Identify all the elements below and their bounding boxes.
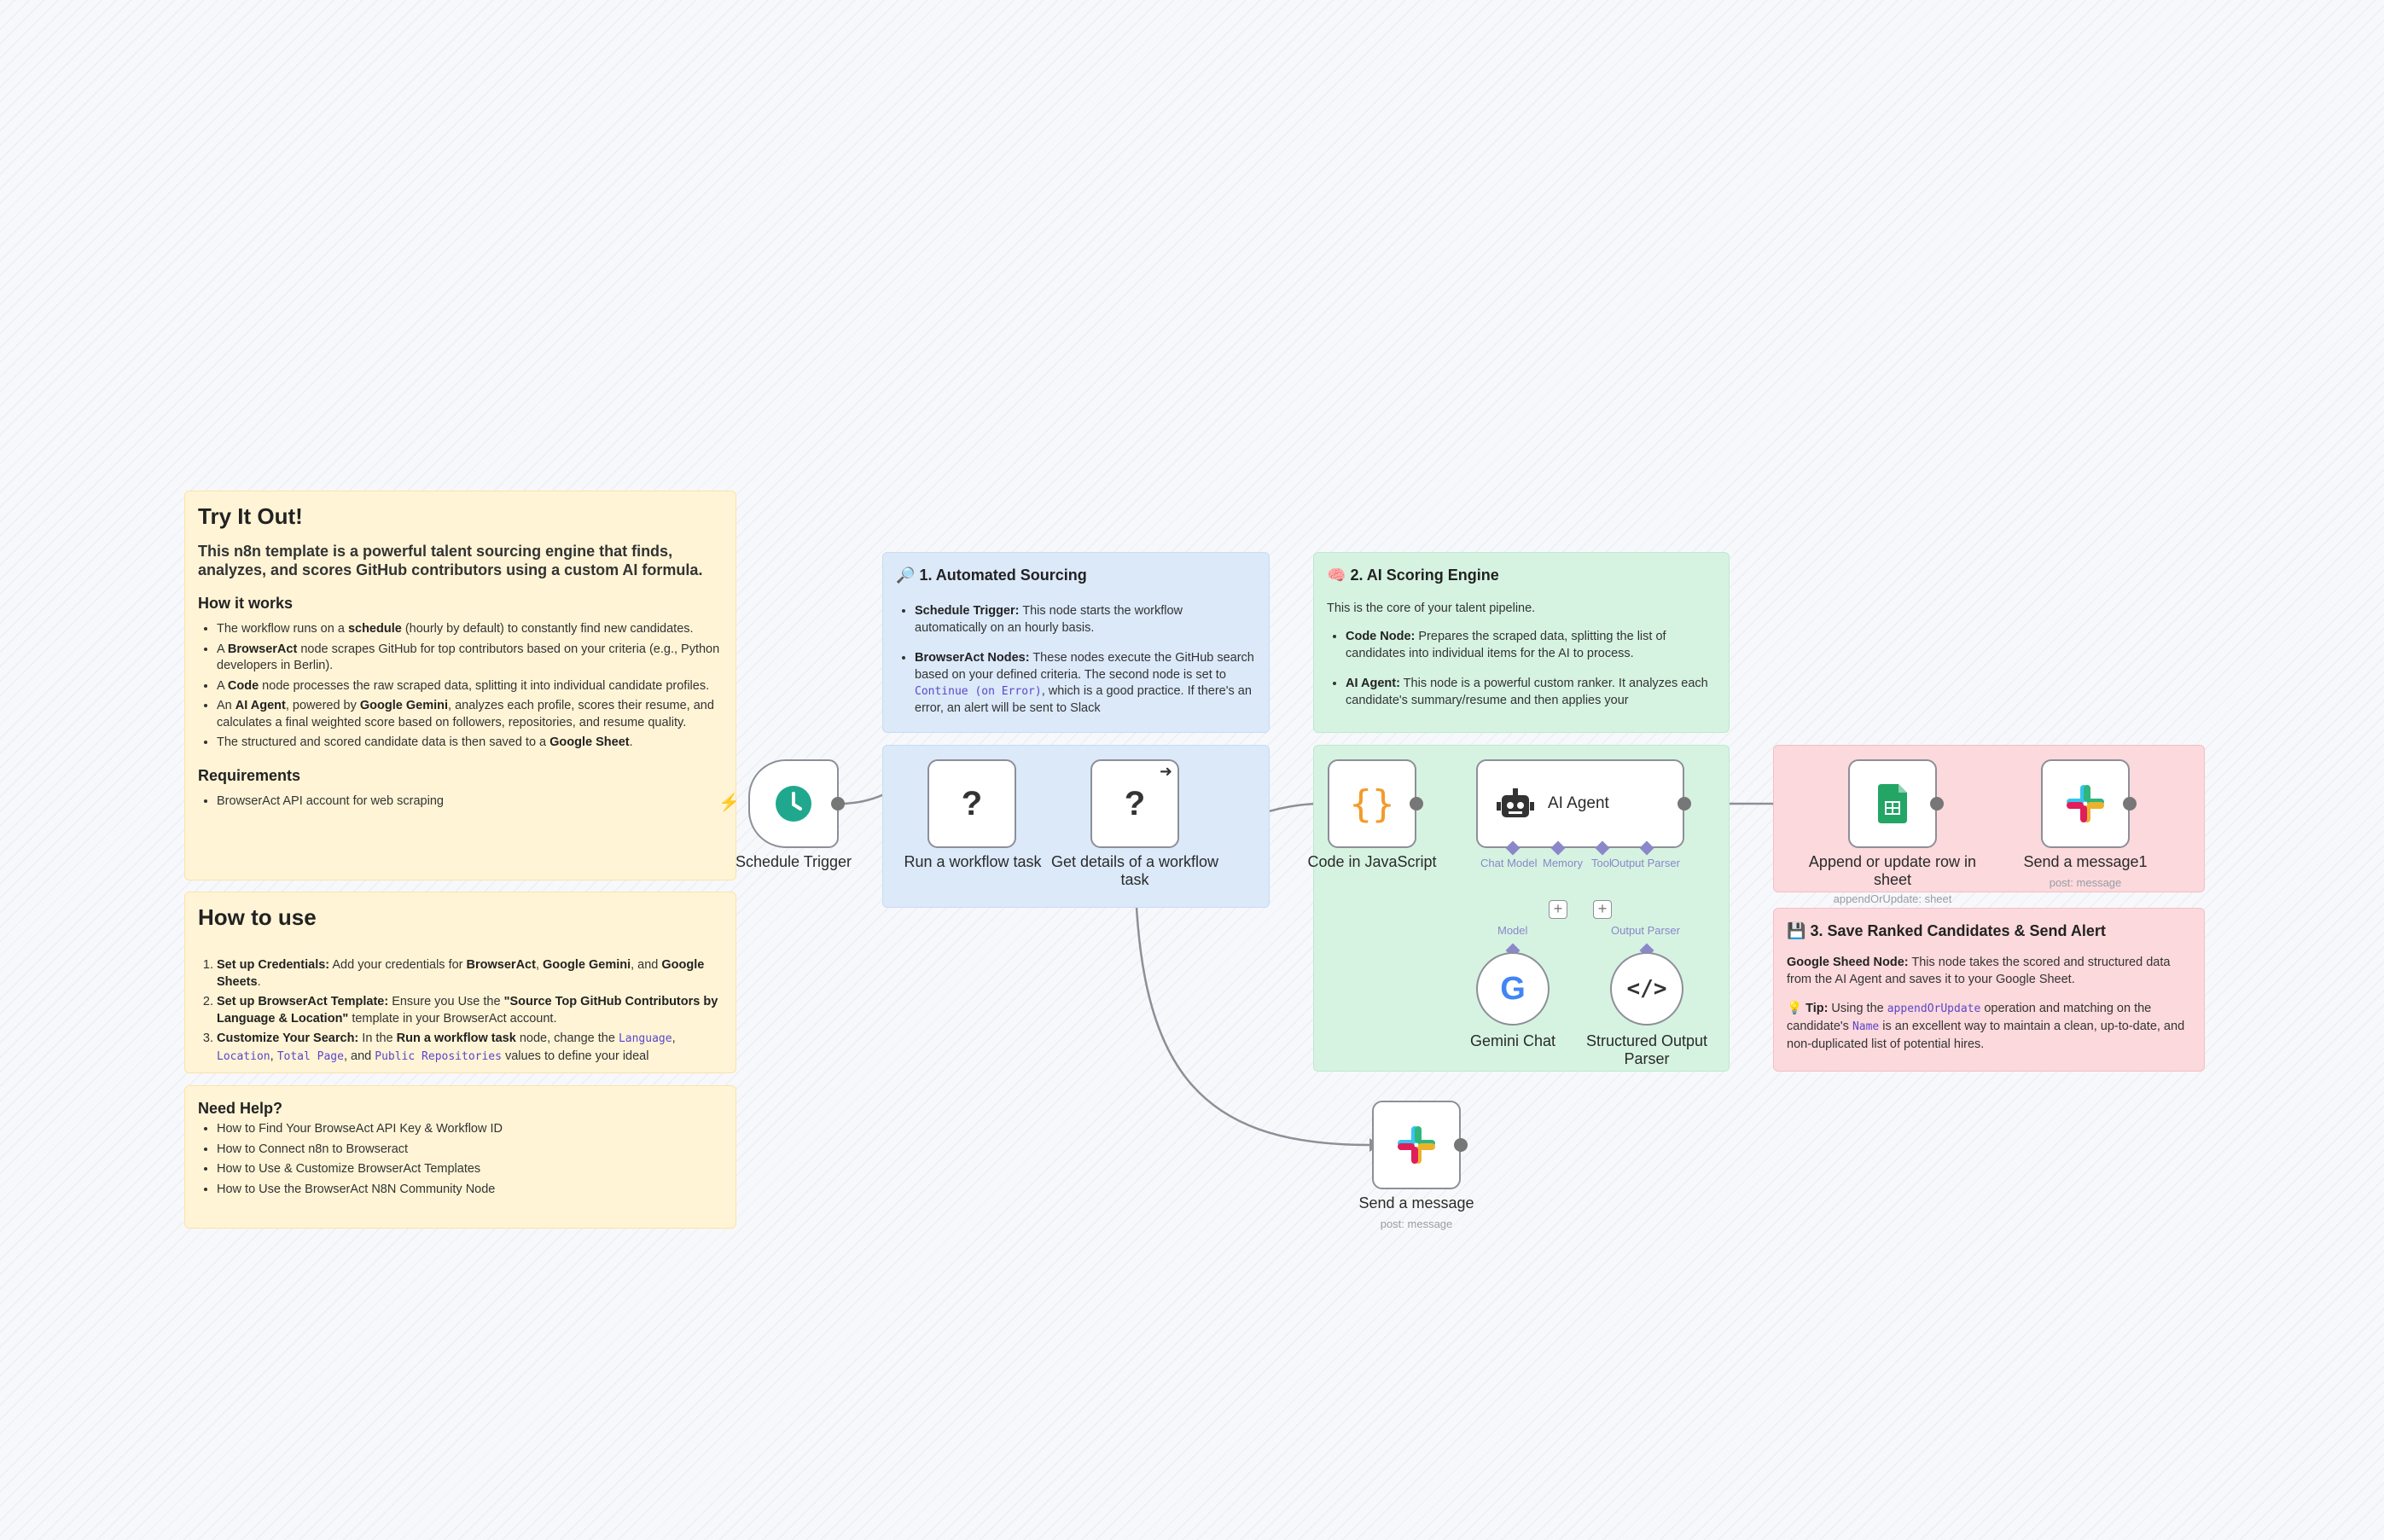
- scoring-list: Code Node: Prepares the scraped data, sp…: [1327, 629, 1716, 709]
- node-label: Structured Output Parser: [1585, 1032, 1708, 1067]
- node-get-workflow-details[interactable]: ? ➜: [1090, 759, 1179, 848]
- how-it-works-list: The workflow runs on a schedule (hourly …: [198, 621, 723, 752]
- list-item: Set up BrowserAct Template: Ensure you U…: [217, 993, 723, 1027]
- clock-icon: [776, 786, 811, 822]
- node-send-message1[interactable]: [2041, 759, 2130, 848]
- help-link[interactable]: How to Connect n8n to Browseract: [217, 1142, 723, 1159]
- slack-icon: [1398, 1126, 1435, 1164]
- error-output-icon: ➜: [1159, 763, 1172, 780]
- note-how-to-use[interactable]: How to use Set up Credentials: Add your …: [184, 892, 736, 1073]
- robot-icon: [1497, 788, 1534, 817]
- note-title: Try It Out!: [198, 503, 303, 529]
- unknown-node-icon: ?: [961, 784, 983, 822]
- node-schedule-trigger[interactable]: [748, 759, 839, 848]
- node-structured-output-parser[interactable]: </>: [1610, 952, 1683, 1026]
- node-subtitle: post: message: [1380, 1217, 1453, 1230]
- list-item: A Code node processes the raw scraped da…: [217, 678, 723, 695]
- node-label: Get details of a workflow task: [1050, 853, 1219, 888]
- node-run-workflow-task[interactable]: ?: [927, 759, 1016, 848]
- help-link[interactable]: How to Use the BrowserAct N8N Community …: [217, 1182, 723, 1199]
- output-port[interactable]: [1678, 797, 1691, 811]
- list-item: Schedule Trigger: This node starts the w…: [915, 603, 1256, 636]
- magnifier-icon: 🔎: [896, 567, 916, 584]
- list-item: A BrowserAct node scrapes GitHub for top…: [217, 642, 723, 675]
- code-braces-icon: {}: [1349, 782, 1395, 826]
- output-port[interactable]: [1410, 797, 1423, 811]
- list-item: Customize Your Search: In the Run a work…: [217, 1030, 723, 1066]
- sourcing-list: Schedule Trigger: This node starts the w…: [896, 603, 1256, 717]
- google-g-icon: G: [1500, 970, 1526, 1007]
- note-paragraph: Google Sheed Node: This node takes the s…: [1787, 956, 2171, 986]
- help-link[interactable]: How to Find Your BrowseAct API Key & Wor…: [217, 1121, 723, 1138]
- note-intro: This n8n template is a powerful talent s…: [198, 543, 703, 578]
- list-item: The workflow runs on a schedule (hourly …: [217, 621, 723, 638]
- note-title: Need Help?: [198, 1100, 283, 1117]
- trigger-bolt-icon: ⚡: [718, 793, 740, 812]
- list-item: BrowserAct Nodes: These nodes execute th…: [915, 650, 1256, 717]
- port-label: Output Parser: [1611, 924, 1680, 937]
- note-need-help[interactable]: Need Help? How to Find Your BrowseAct AP…: [184, 1085, 736, 1229]
- note-automated-sourcing[interactable]: 🔎 1. Automated Sourcing Schedule Trigger…: [882, 552, 1270, 733]
- how-to-use-list: Set up Credentials: Add your credentials…: [198, 956, 723, 1066]
- floppy-icon: 💾: [1787, 922, 1806, 939]
- note-title: How to use: [198, 904, 317, 930]
- port-label: Chat Model: [1480, 857, 1538, 869]
- node-title: AI Agent: [1548, 794, 1609, 812]
- list-item: AI Agent: This node is a powerful custom…: [1346, 676, 1716, 709]
- port-label: Output Parser: [1611, 857, 1680, 869]
- node-label: Gemini Chat: [1469, 1032, 1556, 1049]
- note-heading-requirements: Requirements: [198, 766, 301, 784]
- lightbulb-icon: 💡: [1787, 1002, 1803, 1015]
- note-tip: 💡 Tip: Using the appendOrUpdate operatio…: [1787, 1002, 2185, 1051]
- google-sheets-icon: [1878, 784, 1907, 823]
- list-item: An AI Agent, powered by Google Gemini, a…: [217, 698, 723, 731]
- slack-icon: [2067, 785, 2104, 822]
- unknown-node-icon: ?: [1124, 784, 1146, 822]
- note-intro: This is the core of your talent pipeline…: [1327, 601, 1536, 615]
- code-tag-icon: </>: [1626, 976, 1667, 1002]
- note-title: 💾 3. Save Ranked Candidates & Send Alert: [1787, 922, 2106, 939]
- list-item: Set up Credentials: Add your credentials…: [217, 956, 723, 991]
- output-port[interactable]: [1930, 797, 1944, 811]
- brain-icon: 🧠: [1327, 567, 1346, 584]
- list-item: Code Node: Prepares the scraped data, sp…: [1346, 629, 1716, 662]
- node-ai-agent[interactable]: AI Agent: [1476, 759, 1684, 848]
- note-ai-scoring-engine[interactable]: 🧠 2. AI Scoring Engine This is the core …: [1313, 552, 1730, 733]
- node-label: Send a message1: [2023, 853, 2148, 870]
- output-port[interactable]: [831, 797, 845, 811]
- connection-details-to-slack: [1133, 848, 1370, 1147]
- port-label: Tool: [1591, 857, 1612, 869]
- node-append-sheet-row[interactable]: [1848, 759, 1937, 848]
- note-title: 🔎 1. Automated Sourcing: [896, 567, 1087, 584]
- note-title: 🧠 2. AI Scoring Engine: [1327, 567, 1499, 584]
- note-save-candidates[interactable]: 💾 3. Save Ranked Candidates & Send Alert…: [1773, 908, 2205, 1072]
- node-gemini-chat[interactable]: G: [1476, 952, 1550, 1026]
- port-label: Memory: [1543, 857, 1583, 869]
- node-send-message[interactable]: [1372, 1101, 1461, 1189]
- output-port[interactable]: [2123, 797, 2137, 811]
- add-memory-button[interactable]: +: [1549, 900, 1567, 919]
- output-port[interactable]: [1454, 1138, 1468, 1152]
- port-label: Model: [1497, 924, 1528, 937]
- group-output-area: [1773, 745, 2205, 892]
- help-link[interactable]: How to Use & Customize BrowserAct Templa…: [217, 1161, 723, 1178]
- note-heading-how: How it works: [198, 595, 294, 612]
- node-label: Append or update row in sheet: [1808, 853, 1977, 888]
- note-try-it-out[interactable]: Try It Out! This n8n template is a power…: [184, 491, 736, 880]
- list-item: BrowserAct API account for web scraping: [217, 793, 723, 811]
- node-label: Code in JavaScript: [1307, 853, 1437, 870]
- list-item: The structured and scored candidate data…: [217, 735, 723, 752]
- node-label: Send a message: [1358, 1194, 1474, 1212]
- help-links-list: How to Find Your BrowseAct API Key & Wor…: [198, 1121, 723, 1198]
- node-code-javascript[interactable]: {}: [1328, 759, 1416, 848]
- node-label: Schedule Trigger: [735, 853, 852, 870]
- node-subtitle: appendOrUpdate: sheet: [1833, 892, 1952, 905]
- node-subtitle: post: message: [2049, 876, 2122, 889]
- add-tool-button[interactable]: +: [1593, 900, 1612, 919]
- node-label: Run a workflow task: [904, 853, 1042, 870]
